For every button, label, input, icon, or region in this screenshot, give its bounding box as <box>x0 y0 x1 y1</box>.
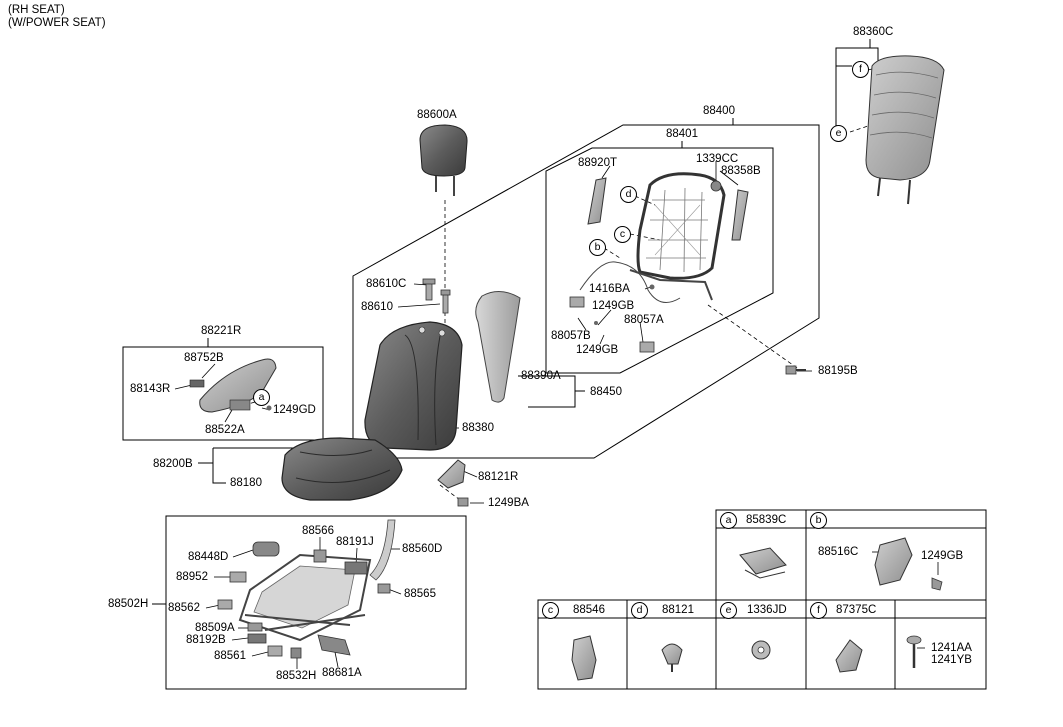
legend-part-88516c[interactable]: 88516C <box>818 546 859 558</box>
part-label-88143r[interactable]: 88143R <box>130 383 171 395</box>
part-label-1249gb-lower[interactable]: 1249GB <box>576 344 619 356</box>
part-label-1249gb-upper[interactable]: 1249GB <box>592 300 635 312</box>
part-label-88200b[interactable]: 88200B <box>153 458 193 470</box>
part-label-1339cc[interactable]: 1339CC <box>696 153 739 165</box>
headrest-guides-drawing <box>422 278 451 314</box>
part-label-88560d[interactable]: 88560D <box>402 543 443 555</box>
legend-part-1249gb[interactable]: 1249GB <box>921 550 964 562</box>
part-label-88400[interactable]: 88400 <box>703 105 735 117</box>
side-shield-drawing <box>189 358 277 413</box>
callout-c[interactable]: c <box>614 226 631 243</box>
part-label-88221r[interactable]: 88221R <box>201 325 242 337</box>
legend-letter-d: d <box>631 602 648 619</box>
part-label-1416ba[interactable]: 1416BA <box>589 283 630 295</box>
callout-b[interactable]: b <box>589 239 606 256</box>
part-label-88057b[interactable]: 88057B <box>551 330 591 342</box>
part-label-88180[interactable]: 88180 <box>230 477 262 489</box>
legend-letter-b: b <box>810 512 827 529</box>
part-label-88448d[interactable]: 88448D <box>188 551 229 563</box>
seat-cushion-drawing <box>281 437 403 501</box>
legend-illustrations <box>571 537 943 681</box>
legend-part-1241yb[interactable]: 1241YB <box>931 654 972 666</box>
legend-part-1241aa[interactable]: 1241AA <box>931 642 972 654</box>
part-label-88390a[interactable]: 88390A <box>521 370 561 382</box>
header-power-seat: (W/POWER SEAT) <box>8 17 106 29</box>
part-label-88522a[interactable]: 88522A <box>205 424 245 436</box>
part-label-88681a[interactable]: 88681A <box>322 667 362 679</box>
part-label-88450[interactable]: 88450 <box>590 386 622 398</box>
part-label-88610c[interactable]: 88610C <box>366 278 407 290</box>
callout-d[interactable]: d <box>620 186 637 203</box>
bracket-88121r-drawing <box>437 459 469 507</box>
part-label-88191j[interactable]: 88191J <box>336 536 374 548</box>
legend-part-1336jd[interactable]: 1336JD <box>747 604 787 616</box>
part-label-88509a[interactable]: 88509A <box>195 622 235 634</box>
legend-part-88121[interactable]: 88121 <box>662 604 694 616</box>
headrest-drawing <box>419 124 468 196</box>
part-label-88562[interactable]: 88562 <box>168 602 200 614</box>
seatback-rear-cover-drawing <box>865 55 945 205</box>
bolt-88195b-drawing <box>785 365 806 375</box>
legend-letter-c: c <box>542 602 559 619</box>
part-label-88358b[interactable]: 88358B <box>721 165 761 177</box>
part-label-1249ba[interactable]: 1249BA <box>488 497 529 509</box>
callout-f[interactable]: f <box>852 61 869 78</box>
part-label-88192b[interactable]: 88192B <box>186 634 226 646</box>
header-rh-seat: (RH SEAT) <box>8 4 65 16</box>
part-label-88401[interactable]: 88401 <box>666 128 698 140</box>
part-label-88600a[interactable]: 88600A <box>417 109 457 121</box>
part-label-88121r[interactable]: 88121R <box>478 471 519 483</box>
seatback-pad-drawing <box>475 291 521 403</box>
part-label-88610[interactable]: 88610 <box>361 301 393 313</box>
legend-letter-f: f <box>810 602 827 619</box>
dashed-leaders <box>244 61 901 501</box>
part-label-88195b[interactable]: 88195B <box>818 365 858 377</box>
part-label-88565[interactable]: 88565 <box>404 588 436 600</box>
part-label-88920t[interactable]: 88920T <box>578 157 618 169</box>
part-label-1249gd[interactable]: 1249GD <box>273 404 316 416</box>
part-label-88566[interactable]: 88566 <box>302 525 334 537</box>
legend-letter-a: a <box>720 512 737 529</box>
part-label-88561[interactable]: 88561 <box>214 650 246 662</box>
part-label-88380[interactable]: 88380 <box>462 422 494 434</box>
part-label-88360c[interactable]: 88360C <box>853 26 894 38</box>
part-label-88502h[interactable]: 88502H <box>108 598 149 610</box>
callout-a[interactable]: a <box>253 389 270 406</box>
legend-part-87375c[interactable]: 87375C <box>836 604 877 616</box>
legend-table <box>537 509 987 690</box>
part-label-88532h[interactable]: 88532H <box>276 670 317 682</box>
callout-e[interactable]: e <box>830 125 847 142</box>
legend-part-85839c[interactable]: 85839C <box>746 514 787 526</box>
part-label-88752b[interactable]: 88752B <box>184 352 224 364</box>
seat-track-drawing <box>217 519 396 659</box>
legend-letter-e: e <box>720 602 737 619</box>
legend-part-88546[interactable]: 88546 <box>573 604 605 616</box>
part-label-88952[interactable]: 88952 <box>176 571 208 583</box>
part-label-88057a[interactable]: 88057A <box>624 314 664 326</box>
seatback-frame-drawing <box>569 172 749 353</box>
seatback-cover-drawing <box>364 321 463 451</box>
